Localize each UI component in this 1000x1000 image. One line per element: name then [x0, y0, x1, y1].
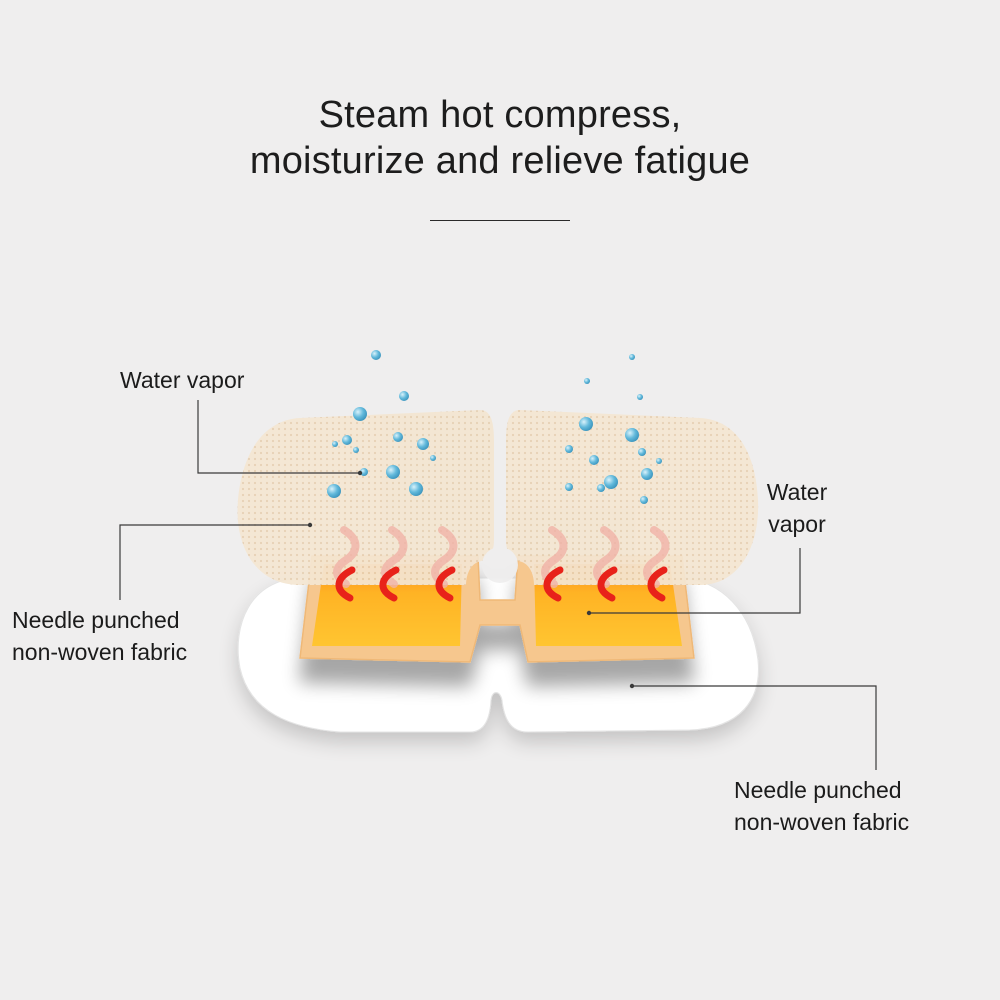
vapor-bubble-icon	[353, 407, 367, 421]
vapor-bubble-icon	[353, 447, 359, 453]
vapor-bubble-icon	[393, 432, 403, 442]
leader-lines	[119, 400, 877, 770]
leader-line-water-vapor-right	[590, 548, 801, 614]
vapor-bubbles-right	[565, 354, 662, 504]
vapor-bubble-icon	[417, 438, 429, 450]
vapor-bubble-icon	[629, 354, 635, 360]
vapor-bubble-icon	[386, 465, 400, 479]
heat-wave-icon	[435, 566, 456, 602]
vapor-bubble-icon	[565, 445, 573, 453]
vapor-bubble-icon	[604, 475, 618, 489]
heat-wave-icon	[543, 566, 564, 602]
vapor-bubble-icon	[589, 455, 599, 465]
vapor-bubbles-left	[327, 350, 436, 498]
vapor-bubble-icon	[638, 448, 646, 456]
top-fabric-left	[237, 410, 495, 585]
vapor-bubble-icon	[399, 391, 409, 401]
label-fabric-left-line1: Needle punched	[12, 607, 180, 633]
label-fabric-right-line1: Needle punched	[734, 777, 902, 803]
title-divider	[430, 220, 570, 221]
heat-wave-icon	[335, 566, 356, 602]
vapor-bubble-icon	[597, 484, 605, 492]
vapor-bubble-icon	[565, 483, 573, 491]
leader-line-water-vapor-left	[197, 400, 358, 474]
vapor-bubble-icon	[342, 435, 352, 445]
label-water-vapor-left: Water vapor	[120, 367, 245, 393]
leader-line-fabric-left	[119, 524, 308, 600]
heat-wave-icon	[379, 566, 400, 602]
label-water-vapor-right-line2: vapor	[768, 511, 826, 537]
top-fabric-right	[506, 410, 759, 585]
heat-wave-icon	[647, 566, 668, 602]
vapor-bubble-icon	[584, 378, 590, 384]
title-line-2: moisturize and relieve fatigue	[249, 140, 751, 182]
heat-wave-icon	[597, 566, 618, 602]
nose-cutout	[482, 547, 518, 583]
label-water-vapor-right: Water vapor	[758, 476, 836, 540]
vapor-bubble-icon	[637, 394, 643, 400]
top-fabric-layer	[237, 410, 759, 585]
heat-waves	[335, 566, 668, 602]
vapor-bubble-icon	[327, 484, 341, 498]
vapor-bubble-icon	[641, 468, 653, 480]
vapor-bubble-icon	[656, 458, 662, 464]
vapor-bubble-icon	[430, 455, 436, 461]
vapor-bubble-icon	[625, 428, 639, 442]
vapor-bubble-icon	[579, 417, 593, 431]
label-water-vapor-right-line1: Water	[766, 479, 828, 505]
vapor-bubble-icon	[371, 350, 381, 360]
vapor-bubble-icon	[360, 468, 368, 476]
label-fabric-right: Needle punched non-woven fabric	[734, 774, 909, 838]
vapor-bubble-icon	[409, 482, 423, 496]
vapor-bubble-icon	[640, 496, 648, 504]
vapor-bubble-icon	[332, 441, 338, 447]
leader-line-fabric-right	[633, 685, 877, 770]
title-line-1: Steam hot compress,	[318, 94, 682, 136]
label-fabric-left: Needle punched non-woven fabric	[12, 604, 187, 668]
label-fabric-right-line2: non-woven fabric	[734, 809, 910, 835]
label-fabric-left-line2: non-woven fabric	[12, 639, 188, 665]
